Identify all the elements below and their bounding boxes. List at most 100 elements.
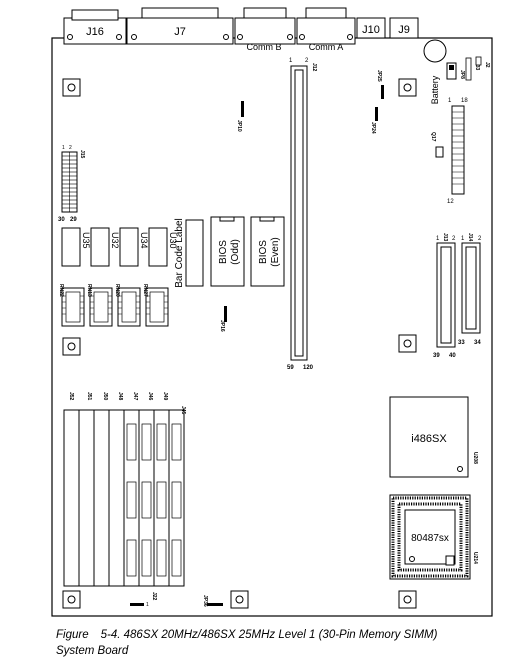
connector-j13: 1 J13 2 39 40 [433, 233, 456, 359]
rn-label: RN20 [114, 284, 120, 297]
connector-j9: J9 [389, 17, 419, 39]
j10-label: J10 [362, 24, 380, 36]
j13-pin-39: 39 [433, 353, 440, 359]
j13-pin-40: 40 [449, 353, 456, 359]
j13-pin-1: 1 [436, 236, 440, 242]
simm-socket: J47 [123, 392, 140, 587]
jumper-jp10: JP10 [236, 101, 244, 132]
jp16-label: JP16 [219, 320, 225, 332]
simm-label: J45 [180, 406, 186, 415]
jumper-j33: J33 [465, 57, 480, 81]
j15-pin-2: 2 [69, 145, 72, 151]
j15-pin-1: 1 [62, 145, 65, 151]
bios-even: BIOS (Even) [250, 216, 285, 287]
j13-pin-2: 2 [452, 236, 456, 242]
simm-socket: J46 [138, 392, 155, 587]
connector-j7: J7 [126, 7, 234, 45]
simm-socket: J50 [93, 392, 110, 587]
bar-code-label: Bar Code Label [174, 218, 204, 288]
caption-title: 486SX 20MHz/486SX 25MHz Level 1 (30-Pin … [123, 629, 438, 641]
caption-number: 5-4. [100, 629, 121, 641]
simm-label: J48 [117, 392, 123, 401]
connector-comm-a: Comm A [296, 7, 356, 52]
connector-j16: J16 [63, 9, 127, 45]
connector-j12: 1 2 J12 59 120 [287, 58, 317, 371]
j14-label: J14 [467, 233, 473, 242]
comm-a-label: Comm A [309, 42, 344, 52]
j12-pin-59: 59 [287, 365, 294, 371]
comm-b-label: Comm B [246, 42, 281, 52]
mounting-hole [230, 590, 249, 609]
simm-sockets: J52 J51 J50 J48 J47 J46 [63, 392, 186, 587]
cpu-ref-label: U208 [472, 452, 478, 464]
jumper-jp24: JP24 [370, 107, 378, 134]
connector-j14: 1 J14 2 33 34 [458, 233, 482, 346]
j22-pin-1: 1 [146, 602, 149, 608]
cpu-i486sx: i486SX U208 [389, 396, 478, 478]
rn-label: RN22 [58, 284, 64, 297]
resistor-pack: RN22 [58, 284, 85, 327]
resistor-pack: RN13 [86, 284, 113, 327]
j15-pin-30: 30 [58, 217, 65, 223]
simm-socket: J45 [168, 406, 186, 587]
simm-label: J47 [132, 392, 138, 401]
simm-socket: J52 [63, 392, 80, 587]
simm-socket: J49 [153, 392, 170, 587]
chip-u34: U34 [119, 227, 149, 267]
battery-label: Battery [430, 75, 440, 104]
simm-label: J49 [162, 392, 168, 401]
simm-label: J52 [68, 392, 74, 401]
header-pin-1: 1 [448, 98, 452, 104]
connector-comm-b: Comm B [234, 7, 296, 52]
j9-label: J9 [398, 24, 410, 36]
resistor-pack: RN20 [114, 284, 141, 327]
jumper-j2: J2 [475, 56, 490, 68]
jumper-jp36: JP36 [202, 595, 223, 607]
j13-label: J13 [442, 233, 448, 242]
jumper-j22: 1 J22 [130, 592, 157, 608]
header-18-pin: 1 18 12 [447, 98, 468, 205]
bios-odd: BIOS (Odd) [210, 216, 245, 287]
u35-label: U35 [81, 232, 91, 249]
j12-pin-120: 120 [303, 365, 314, 371]
connector-j15: 1 2 J15 30 29 [58, 145, 85, 223]
mounting-hole [62, 590, 81, 609]
fpu-ref-label: U214 [472, 552, 478, 564]
chip-u32: U32 [90, 227, 120, 267]
mounting-hole [398, 78, 417, 97]
jumper-jp25: JP25 [376, 70, 384, 99]
mounting-hole [62, 337, 81, 356]
mounting-hole [398, 334, 417, 353]
chip-u30: U30 [148, 227, 178, 267]
j12-pin-1: 1 [289, 58, 293, 64]
bios-even-line1: BIOS [258, 240, 269, 264]
j14-pin-2: 2 [478, 236, 482, 242]
transistor-q17: Q17 [430, 132, 444, 158]
chip-u35: U35 [61, 227, 91, 267]
jp36-label: JP36 [202, 595, 208, 607]
j22-label: J22 [151, 592, 157, 601]
j14-pin-33: 33 [458, 340, 465, 346]
j16-label: J16 [86, 26, 104, 38]
bios-odd-line1: BIOS [218, 240, 229, 264]
j12-label: J12 [311, 63, 317, 72]
fpu-80487sx: 80487sx U214 [389, 494, 478, 580]
j14-pin-34: 34 [474, 340, 481, 346]
bar-code-label-text: Bar Code Label [174, 218, 185, 288]
header-pin-12: 12 [447, 199, 454, 205]
bios-odd-line2: (Odd) [230, 239, 241, 265]
j15-pin-29: 29 [70, 217, 77, 223]
j33-label: J33 [474, 62, 480, 71]
caption-line-2: System Board [56, 645, 129, 657]
cpu-label: i486SX [411, 433, 447, 445]
rn-label: RN13 [86, 284, 92, 297]
jumper-jp16: JP16 [219, 306, 227, 332]
q17-label: Q17 [430, 132, 436, 142]
jp10-label: JP10 [236, 120, 242, 132]
mounting-hole [398, 590, 417, 609]
u30-label: U30 [168, 232, 178, 249]
simm-socket: J48 [108, 392, 125, 587]
battery: Battery [423, 39, 447, 104]
